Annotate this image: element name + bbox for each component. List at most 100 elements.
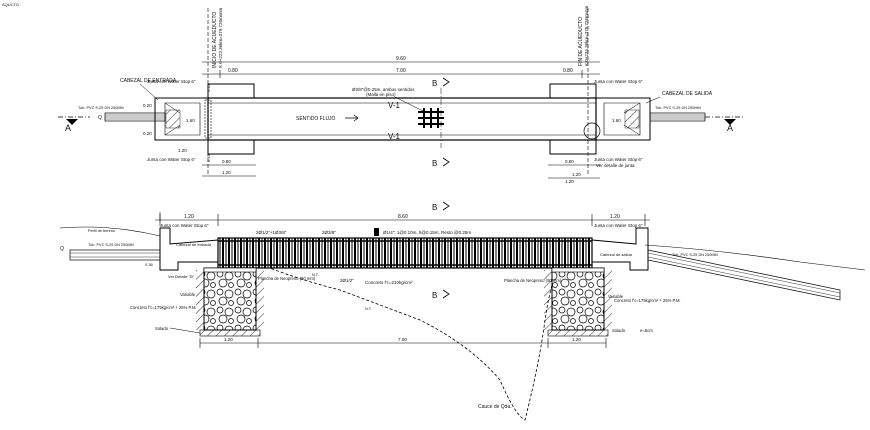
- joint-top-left: Junta con Water Stop 6": [147, 79, 196, 84]
- svg-text:1.20: 1.20: [565, 179, 574, 184]
- svg-text:Cabezal de entrada: Cabezal de entrada: [176, 242, 212, 247]
- svg-text:Plancha de Neopreno (50 mm): Plancha de Neopreno (50 mm): [258, 276, 316, 281]
- mesh-symbol: [418, 108, 444, 128]
- elev-pipe-right: Tub. PVC S-25 DN 250MM: [647, 249, 841, 301]
- end-marker: FIN DE ACUEDUCTO K 0+234.36km=379.726msn…: [578, 5, 589, 175]
- svg-text:Tub. PVC S-25 DN 250MM: Tub. PVC S-25 DN 250MM: [672, 253, 718, 257]
- svg-text:Concreto f'c=210kg/cm²: Concreto f'c=210kg/cm²: [365, 280, 413, 285]
- abutment-right-top: [549, 83, 597, 99]
- svg-text:e=5cm: e=5cm: [640, 328, 653, 333]
- svg-text:N.T.: N.T.: [312, 273, 319, 277]
- joint-bottom-left: Junta con Water Stop 6": [147, 157, 196, 162]
- elev-pipe-left: Tub. PVC S-25 DN 250MM Q: [60, 243, 161, 261]
- svg-text:Concreto f'c=175kg/cm² + 25% P: Concreto f'c=175kg/cm² + 25% P.M.: [130, 305, 197, 310]
- creek-label: Cauce de Qda.: [478, 404, 512, 410]
- svg-text:Junta con Water Stop 6": Junta con Water Stop 6": [160, 223, 209, 228]
- cut-a-right: A: [705, 116, 745, 133]
- svg-text:0.80: 0.80: [565, 159, 574, 164]
- svg-text:Solado: Solado: [612, 328, 626, 333]
- svg-text:Solado: Solado: [155, 326, 169, 331]
- svg-text:Junta con Water Stop 6": Junta con Water Stop 6": [594, 223, 643, 228]
- svg-text:1.20: 1.20: [572, 337, 581, 342]
- plan-dim-mid: 7.00: [396, 68, 406, 74]
- svg-text:0.15: 0.15: [206, 153, 211, 162]
- plan-dim-total: 9.60: [396, 56, 406, 62]
- svg-text:1.20: 1.20: [224, 337, 233, 342]
- rebar-note: Ø3/8"@0.25m, ambos sentidos: [352, 87, 415, 92]
- svg-text:B: B: [432, 291, 437, 300]
- outlet-title: CABEZAL DE SALIDA: [662, 91, 713, 97]
- joint-bottom-right: Junta con Water Stop 6": [594, 157, 643, 162]
- flow-q-left: Q: [98, 115, 102, 121]
- svg-text:B: B: [432, 159, 437, 168]
- svg-text:7.00: 7.00: [398, 337, 407, 342]
- svg-text:0.15: 0.15: [206, 83, 211, 92]
- terrain-right: [644, 244, 866, 271]
- abutment-right-bottom: [549, 139, 597, 155]
- end-label: FIN DE ACUEDUCTO: [578, 17, 584, 66]
- water-stop-left: [204, 99, 212, 139]
- svg-text:Concreto f'c=175kg/cm² + 25% P: Concreto f'c=175kg/cm² + 25% P.M.: [614, 298, 681, 303]
- svg-text:A: A: [727, 123, 733, 133]
- svg-text:1.20: 1.20: [572, 172, 581, 177]
- svg-text:B: B: [432, 203, 437, 212]
- svg-text:1.20: 1.20: [184, 214, 194, 220]
- abutment-left-top: [207, 83, 255, 99]
- pipe-right: Tub. PVC S-25 DN 250MM: [649, 106, 706, 122]
- start-chainage: K 0+223.36km=379.726msnm: [218, 7, 223, 68]
- cut-a-left: A: [58, 116, 90, 133]
- svg-text:A: A: [65, 123, 71, 133]
- svg-text:2Ø1/2"+1Ø3/8": 2Ø1/2"+1Ø3/8": [256, 230, 287, 235]
- elev-outlet-head: Cabezal de salida Junta con Water Stop 6…: [591, 223, 649, 271]
- elev-abutment-right: Plancha de Neopreno (50 mm) Variable Con…: [365, 267, 681, 337]
- svg-text:B: B: [432, 79, 437, 88]
- section-v1-bottom: V-1: [388, 132, 401, 141]
- svg-text:Ver Detalle "B": Ver Detalle "B": [168, 274, 195, 279]
- svg-text:0.20: 0.20: [143, 131, 152, 136]
- svg-text:0.80: 0.80: [222, 159, 231, 164]
- svg-text:0.36: 0.36: [145, 262, 154, 267]
- plan-dim-left: 0.80: [228, 68, 238, 74]
- svg-text:Plancha de Neopreno (50 mm): Plancha de Neopreno (50 mm): [504, 278, 562, 283]
- end-chainage: K 0+234.36km=379.726msnm: [584, 5, 589, 66]
- cut-b-bottom: B: [432, 157, 450, 168]
- mesh-note: (Malla en piso): [366, 92, 396, 97]
- elev-cut-b-bottom: B: [432, 289, 450, 300]
- joint-top-right: Junta con Water Stop 6": [594, 79, 643, 84]
- svg-text:N.T.: N.T.: [365, 307, 372, 311]
- plan-dim-right: 0.80: [563, 68, 573, 74]
- elev-beam: 2Ø1/2"+1Ø3/8" 2Ø3/8" Ø1/4": 1@0.10m, 5@0…: [217, 228, 593, 285]
- svg-text:8.60: 8.60: [398, 214, 408, 220]
- plan-view: INICIO DE ACUEDUCTO K 0+223.36km=379.726…: [58, 5, 745, 184]
- flow-q-elev: Q: [60, 246, 64, 252]
- svg-text:0.20: 0.20: [143, 103, 152, 108]
- svg-text:1.60: 1.60: [612, 118, 621, 123]
- start-label: INICIO DE ACUEDUCTO: [212, 12, 218, 68]
- joint-detail: Ver detalle de junta: [596, 163, 635, 168]
- svg-text:3Ø1/2": 3Ø1/2": [340, 278, 354, 283]
- svg-text:1.20: 1.20: [610, 214, 620, 220]
- svg-text:1.60: 1.60: [186, 118, 195, 123]
- elev-cut-b-top: B: [432, 201, 450, 212]
- elev-abutment-left: Plancha de Neopreno (50 mm) Variable Con…: [130, 267, 316, 337]
- svg-text:1.20: 1.20: [178, 148, 187, 153]
- svg-text:Cabezal de salida: Cabezal de salida: [600, 252, 633, 257]
- svg-text:1.20: 1.20: [222, 170, 231, 175]
- inlet-title: CABEZAL DE ENTRADA: [120, 78, 177, 84]
- svg-text:Tub. PVC S-25 DN 250MM: Tub. PVC S-25 DN 250MM: [88, 243, 134, 247]
- flow-label: SENTIDO FLUJO: [296, 116, 336, 122]
- section-v1-top: V-1: [388, 101, 401, 110]
- svg-text:Variable: Variable: [608, 294, 624, 299]
- svg-text:Ø1/4": 1@0.10m, 5@0.15m, Resto: Ø1/4": 1@0.10m, 5@0.15m, Resto @0.25m: [383, 230, 471, 235]
- svg-text:2Ø3/8": 2Ø3/8": [322, 230, 336, 235]
- terrain-left: [59, 226, 161, 256]
- svg-text:Variable: Variable: [180, 292, 196, 297]
- terrain-creek: [261, 264, 553, 421]
- elevation-view: 1.20 8.60 1.20 B B Perfil de terreno Cau…: [59, 201, 866, 421]
- corner-label: AQUCTO: [2, 2, 19, 7]
- beam-label-box: [252, 228, 492, 236]
- pipe-left: Tub. PVC S-25 DN 250MM Q: [78, 106, 166, 122]
- outlet-head-plan: CABEZAL DE SALIDA 1.60 1.20: [572, 91, 713, 177]
- joint-detail-circle: [583, 122, 601, 140]
